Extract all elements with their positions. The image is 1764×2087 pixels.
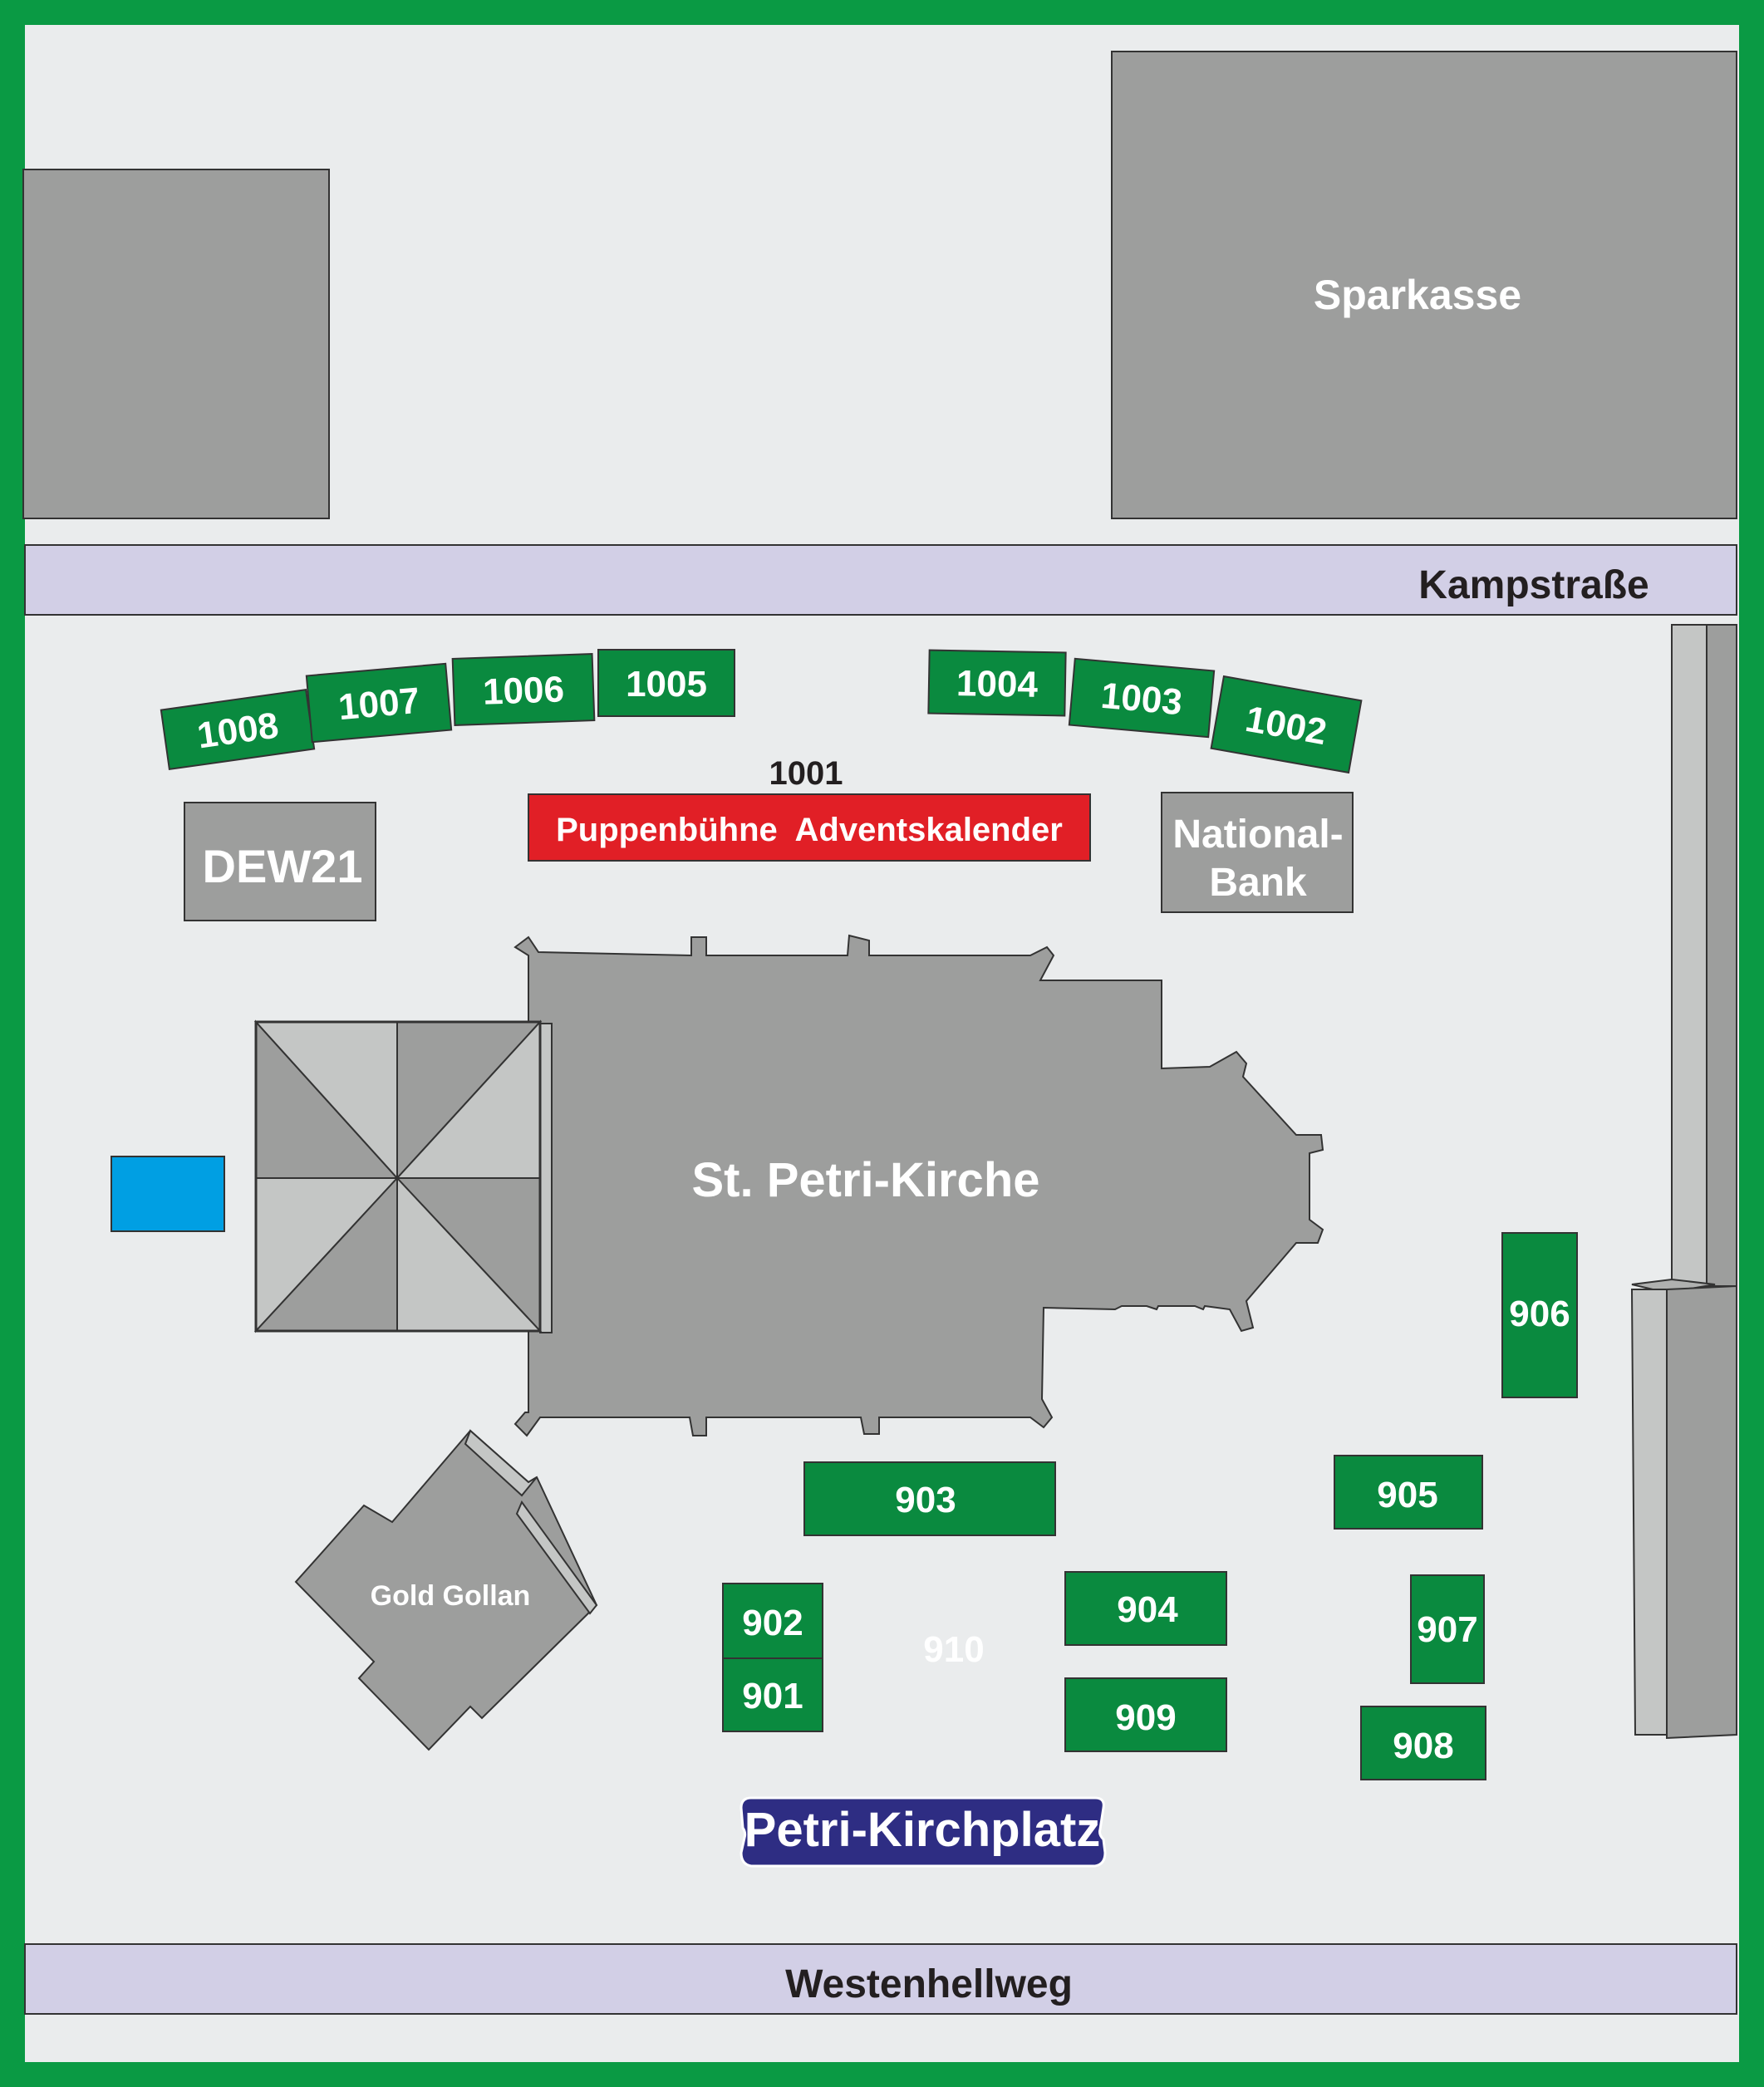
building-right-wall bbox=[1630, 624, 1737, 1740]
stall-1005[interactable]: 1005 bbox=[597, 649, 735, 717]
gold-gollan-label: Gold Gollan bbox=[371, 1580, 531, 1612]
stall-908[interactable]: 908 bbox=[1360, 1706, 1486, 1780]
stall-number: 1005 bbox=[626, 664, 707, 705]
stall-number: 901 bbox=[742, 1676, 803, 1716]
blue-marker bbox=[111, 1156, 225, 1232]
stall-number: 903 bbox=[895, 1480, 956, 1520]
stall-903[interactable]: 903 bbox=[803, 1461, 1056, 1536]
stall-909[interactable]: 909 bbox=[1064, 1677, 1227, 1752]
dew21-label: DEW21 bbox=[203, 840, 363, 892]
building-gold-gollan: Gold Gollan bbox=[294, 1429, 598, 1751]
building-top-left bbox=[22, 169, 330, 519]
street-kampstrasse: Kampstraße bbox=[24, 544, 1737, 616]
building-st-petri-kirche: St. Petri-Kirche bbox=[253, 934, 1324, 1437]
stall-1004[interactable]: 1004 bbox=[927, 649, 1067, 717]
stage-name: Puppenbühne Adventskalender bbox=[556, 812, 1063, 848]
plaza-name-badge: Petri-Kirchplatz bbox=[740, 1796, 1107, 1868]
stall-1008[interactable]: 1008 bbox=[160, 688, 316, 771]
stage-1001[interactable]: 1001 Puppenbühne Adventskalender bbox=[528, 755, 1091, 862]
building-sparkasse: Sparkasse bbox=[1111, 51, 1737, 519]
kampstrasse-label: Kampstraße bbox=[1418, 563, 1649, 607]
national-bank-label-line2: Bank bbox=[1209, 861, 1307, 905]
stall-number: 1007 bbox=[337, 680, 421, 728]
stall-1003[interactable]: 1003 bbox=[1068, 657, 1216, 739]
stage-number: 1001 bbox=[769, 755, 843, 792]
national-bank-label-line1: National- bbox=[1172, 813, 1343, 857]
stall-907[interactable]: 907 bbox=[1410, 1574, 1485, 1684]
stall-number: 1006 bbox=[482, 669, 565, 712]
stall-number: 902 bbox=[742, 1603, 803, 1643]
sparkasse-label: Sparkasse bbox=[1314, 272, 1521, 318]
stall-number: 1004 bbox=[956, 663, 1039, 705]
stall-number: 908 bbox=[1393, 1726, 1453, 1766]
stall-904[interactable]: 904 bbox=[1064, 1571, 1227, 1646]
stall-number: 1003 bbox=[1099, 675, 1184, 723]
stall-906[interactable]: 906 bbox=[1501, 1232, 1578, 1398]
building-dew21: DEW21 bbox=[184, 802, 376, 921]
stall-1002[interactable]: 1002 bbox=[1210, 675, 1363, 774]
stall-901[interactable]: 901 bbox=[722, 1657, 823, 1732]
church-label: St. Petri-Kirche bbox=[692, 1153, 1040, 1207]
stall-910-label[interactable]: 910 bbox=[923, 1629, 984, 1670]
stall-1006[interactable]: 1006 bbox=[451, 653, 596, 726]
stall-number: 907 bbox=[1417, 1609, 1477, 1650]
stall-1007[interactable]: 1007 bbox=[305, 662, 453, 744]
westenhellweg-label: Westenhellweg bbox=[785, 1962, 1073, 2006]
street-westenhellweg: Westenhellweg bbox=[24, 1943, 1737, 2015]
stall-number: 904 bbox=[1117, 1589, 1178, 1630]
stall-number: 909 bbox=[1115, 1697, 1176, 1738]
stall-number: 906 bbox=[1509, 1294, 1570, 1334]
building-national-bank: National- Bank bbox=[1161, 792, 1354, 913]
stall-905[interactable]: 905 bbox=[1334, 1455, 1483, 1530]
stall-number: 905 bbox=[1377, 1475, 1437, 1515]
plaza-name: Petri-Kirchplatz bbox=[744, 1803, 1101, 1857]
stall-902[interactable]: 902 bbox=[722, 1583, 823, 1659]
